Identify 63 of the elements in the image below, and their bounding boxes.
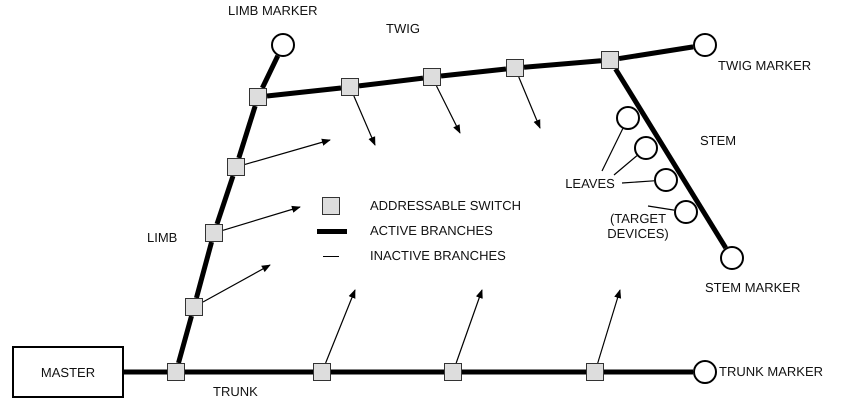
marker-circle: [720, 246, 744, 270]
branch-line: [194, 241, 214, 299]
branch-label: LIMB: [147, 230, 178, 245]
master-box: MASTER: [12, 346, 124, 398]
branch-label: STEM: [700, 133, 736, 148]
leaf-circle: [616, 106, 640, 130]
branch-line: [185, 370, 313, 374]
branch-line: [266, 86, 342, 98]
branch-line: [524, 58, 602, 70]
switch-square: [423, 68, 441, 86]
marker-label: TWIG MARKER: [718, 58, 812, 73]
arrow: [325, 289, 356, 364]
branch-line: [604, 370, 693, 374]
legend-label: ADDRESSABLE SWITCH: [370, 198, 521, 213]
branch-line: [331, 370, 444, 374]
switch-square: [313, 363, 331, 381]
branch-line: [358, 76, 424, 88]
leaf-circle: [634, 136, 658, 160]
branch-line: [236, 105, 258, 159]
switch-square: [205, 224, 223, 242]
leader-line: [614, 155, 638, 176]
arrow: [202, 264, 271, 303]
switch-square: [227, 158, 245, 176]
switch-square: [586, 363, 604, 381]
arrow: [436, 86, 461, 134]
switch-square: [167, 363, 185, 381]
branch-line: [618, 44, 694, 62]
legend-label: INACTIVE BRANCHES: [370, 248, 506, 263]
leader-line: [601, 128, 624, 172]
branch-line: [176, 315, 194, 364]
branch-line: [613, 68, 728, 250]
branch-line: [124, 370, 167, 374]
branch-line: [440, 66, 506, 79]
legend-label: ACTIVE BRANCHES: [370, 223, 493, 238]
arrow: [222, 206, 301, 231]
marker-circle: [693, 360, 717, 384]
branch-line: [462, 370, 586, 374]
branch-label: TWIG: [386, 21, 420, 36]
switch-square: [444, 363, 462, 381]
marker-label: TRUNK MARKER: [719, 364, 824, 379]
leaf-label: (TARGET DEVICES): [600, 210, 676, 242]
arrow: [597, 289, 622, 364]
leaf-label: LEAVES: [562, 175, 618, 191]
marker-label: LIMB MARKER: [228, 3, 318, 18]
marker-label: STEM MARKER: [705, 280, 800, 295]
branch-line: [260, 54, 280, 90]
arrow: [456, 289, 483, 364]
switch-square: [341, 78, 359, 96]
leader-line: [648, 205, 674, 211]
leaf-circle: [654, 168, 678, 192]
switch-square: [601, 51, 619, 69]
arrow: [518, 76, 541, 129]
marker-circle: [271, 33, 295, 57]
branch-line: [214, 175, 236, 225]
branch-label: TRUNK: [213, 384, 258, 399]
leader-line: [622, 180, 654, 184]
marker-circle: [693, 33, 717, 57]
switch-square: [506, 59, 524, 77]
arrow: [353, 96, 376, 146]
leaf-circle: [674, 200, 698, 224]
arrow: [244, 138, 331, 165]
switch-square: [185, 298, 203, 316]
switch-square: [249, 88, 267, 106]
